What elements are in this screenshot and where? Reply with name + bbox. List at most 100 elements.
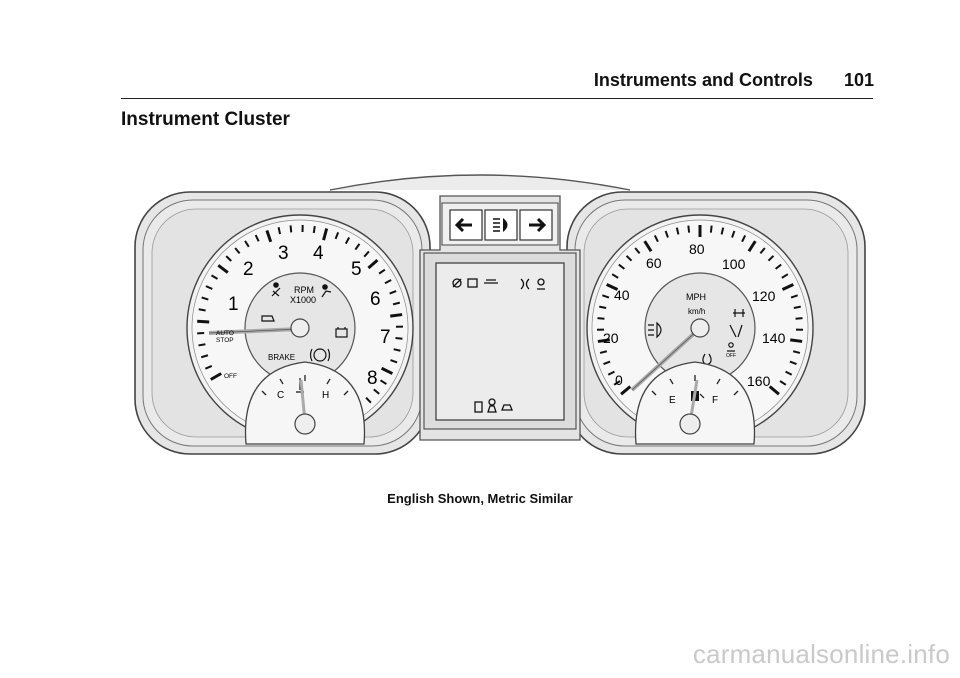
gauge-tick (687, 225, 691, 233)
gauge-tick (653, 234, 659, 243)
running-header: Instruments and Controls 101 (594, 70, 874, 91)
gauge-tick (781, 283, 794, 291)
gauge-tick (606, 283, 619, 291)
gauge-tick (200, 354, 209, 359)
speed-number-120: 120 (752, 288, 776, 304)
gauge-tick (613, 380, 621, 386)
gauge-tick (611, 273, 619, 279)
gauge-tick (790, 338, 803, 343)
temp-cold-label: C (277, 390, 284, 401)
gauge-tick (217, 264, 229, 274)
speedo-unit-kmh: km/h (688, 307, 705, 316)
gauge-tick (201, 296, 209, 301)
gauge-tick (607, 370, 615, 376)
watermark: carmanualsonline.info (692, 639, 950, 669)
gauge-tick (322, 228, 329, 241)
gauge-tick (205, 285, 213, 290)
gauge-tick (792, 350, 801, 354)
section-heading: Instrument Cluster (121, 109, 290, 130)
gauge-tick (393, 348, 401, 352)
gauge-tick (779, 380, 787, 386)
gauge-tick (664, 230, 669, 238)
brake-warning-label: BRAKE (268, 353, 295, 362)
header-rule (121, 98, 873, 99)
tachometer-pivot (290, 318, 310, 338)
gauge-tick (244, 240, 250, 248)
front-fog-lamp-icon (648, 321, 662, 339)
gauge-tick (380, 366, 394, 375)
lane-departure-icon (729, 324, 743, 338)
gauge-tick (785, 370, 793, 376)
tach-number-2: 2 (243, 259, 254, 280)
gauge-tick (602, 294, 610, 299)
traction-off-label: OFF (726, 353, 736, 359)
gauge-tick (198, 343, 206, 347)
turn-signal-left-icon (449, 209, 483, 241)
fuel-gauge (634, 361, 756, 445)
tach-number-1: 1 (228, 294, 239, 315)
seatbelt-reminder-icon (271, 282, 281, 297)
gauge-tick (731, 230, 736, 238)
gauge-tick (204, 364, 213, 370)
gauge-tick (379, 379, 387, 385)
gauge-tick (392, 301, 401, 306)
tach-number-3: 3 (278, 243, 289, 264)
tachometer-gauge (186, 214, 414, 442)
gauge-tick (790, 294, 798, 299)
gauge-tick (634, 247, 641, 255)
auto-stop-label-2: STOP (216, 337, 234, 344)
abs-icon (309, 348, 331, 362)
battery-icon (335, 327, 348, 338)
gauge-tick (363, 250, 370, 258)
gauge-tick (599, 350, 608, 354)
speed-number-0: 0 (615, 372, 623, 388)
gauge-tick (225, 255, 232, 262)
gauge-tick (747, 240, 757, 253)
tach-number-4: 4 (313, 243, 324, 264)
page-number: 101 (843, 70, 874, 90)
speed-number-60: 60 (646, 255, 662, 271)
gauge-tick (759, 247, 766, 255)
cluster-hood (329, 174, 631, 191)
speed-number-100: 100 (722, 256, 746, 272)
gauge-tick (198, 308, 206, 312)
auto-stop-label-1: AUTO (216, 330, 234, 337)
high-beam-icon (484, 209, 518, 241)
gauge-tick (390, 313, 403, 318)
gauge-tick (395, 337, 403, 340)
speedometer-gauge (586, 214, 814, 442)
gauge-tick (643, 240, 653, 253)
tach-number-5: 5 (351, 259, 362, 280)
traction-control-icon (727, 342, 735, 352)
speed-number-80: 80 (689, 241, 705, 257)
auto-stop-off-label: OFF (224, 373, 237, 380)
lamps-on-icon (733, 309, 745, 317)
gauge-tick (597, 338, 610, 343)
check-engine-icon (261, 315, 275, 322)
gauge-tick (720, 227, 725, 235)
gauge-tick (709, 225, 713, 233)
gauge-tick (289, 225, 293, 233)
speed-number-40: 40 (614, 287, 630, 303)
gauge-tick (389, 290, 397, 295)
gauge-tick (775, 263, 782, 270)
gauge-tick (367, 258, 379, 270)
tach-number-8: 8 (367, 368, 378, 389)
tach-number-7: 7 (380, 327, 391, 348)
gauge-tick (781, 273, 789, 279)
tach-unit-x1000: X1000 (290, 295, 316, 305)
gauge-tick (312, 225, 316, 234)
dic-indicator-icons-bottom (474, 398, 513, 413)
gauge-tick (384, 279, 392, 285)
gauge-tick (620, 385, 632, 396)
turn-signal-right-icon (519, 209, 553, 241)
gauge-tick (378, 268, 386, 275)
gauge-tick (597, 317, 605, 320)
speedo-unit-mph: MPH (686, 292, 706, 302)
gauge-tick (390, 359, 398, 364)
gauge-tick (277, 227, 282, 235)
gauge-tick (675, 227, 680, 235)
temp-hot-label: H (322, 390, 329, 401)
gauge-tick (254, 234, 260, 242)
